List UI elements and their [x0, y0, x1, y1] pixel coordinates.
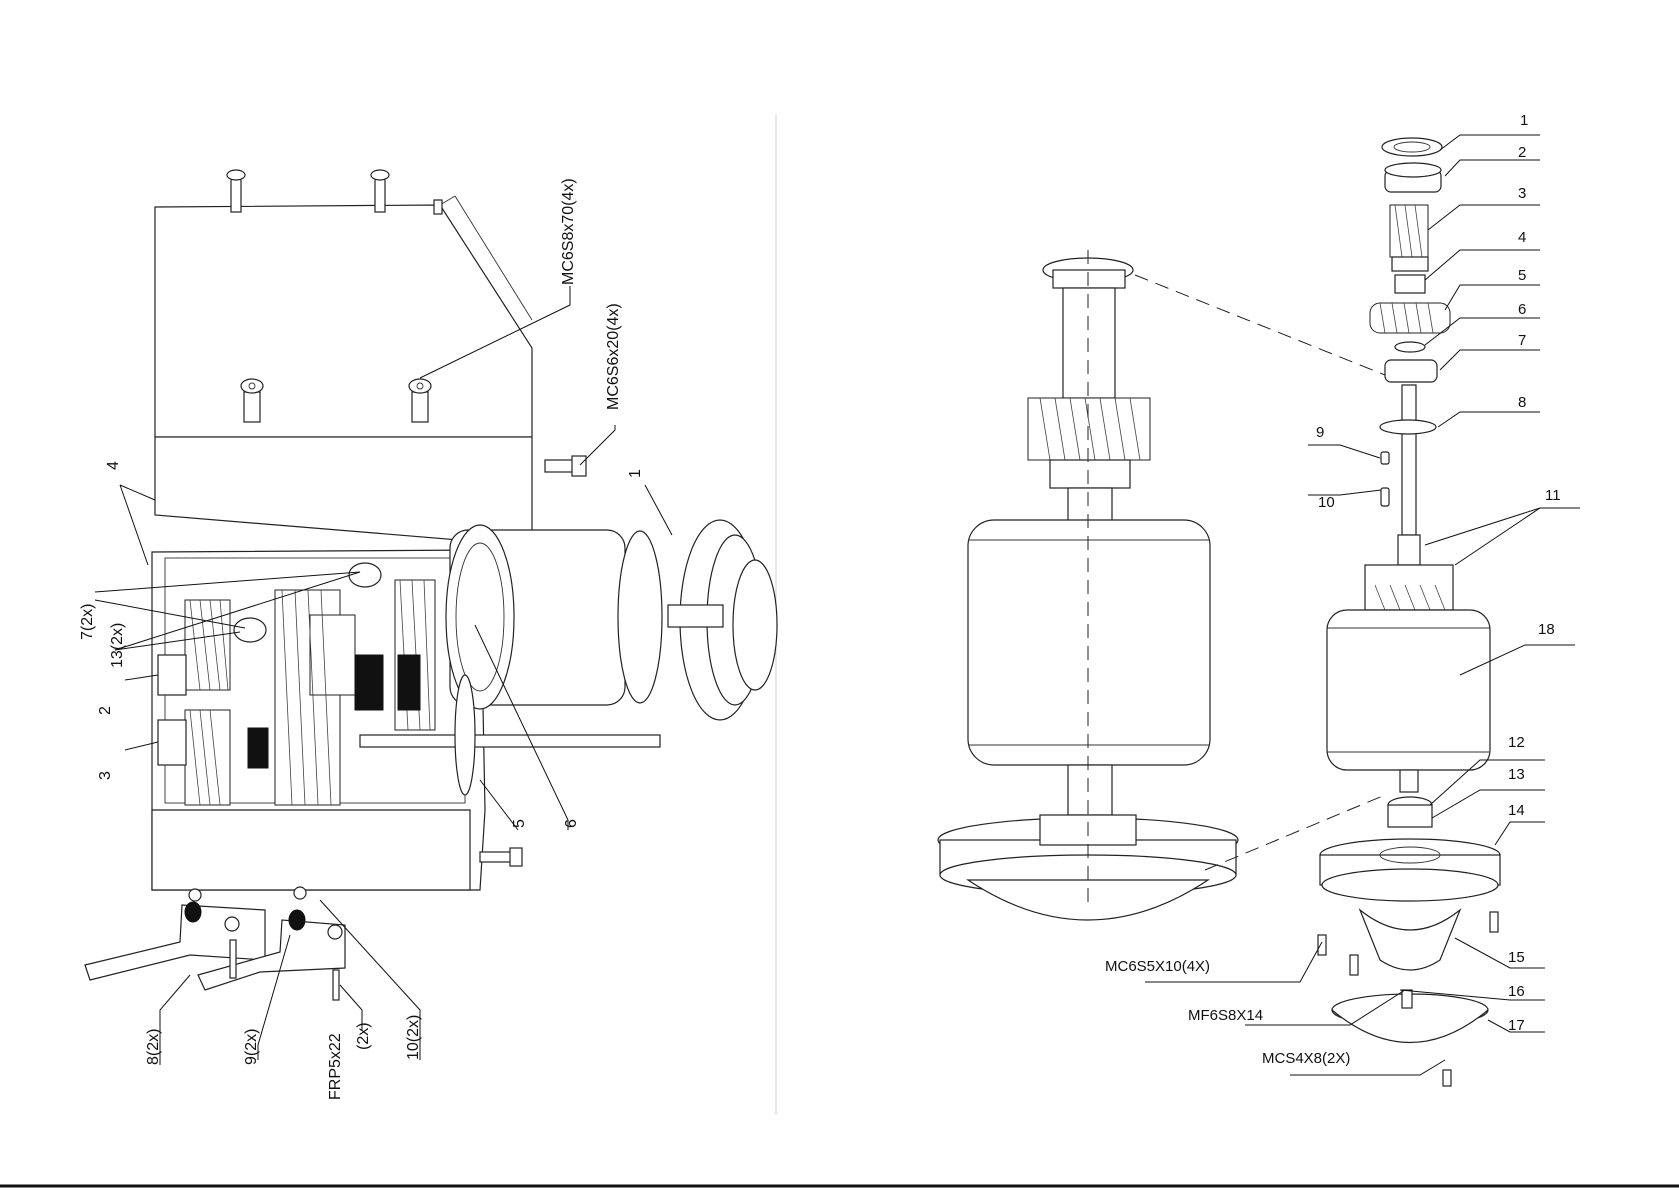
label-r15: 15 — [1508, 949, 1525, 966]
label-mcs4x8: MCS4X8(2X) — [1262, 1050, 1350, 1067]
gearbox-housing — [152, 525, 662, 890]
label-part-8: 8(2x) — [145, 1029, 162, 1065]
label-frp-a: FRP5x22 — [327, 1033, 344, 1100]
label-mc6s5x10: MC6S5X10(4X) — [1105, 958, 1210, 975]
label-part-3: 3 — [97, 771, 114, 780]
label-part-9: 9(2x) — [243, 1029, 260, 1065]
label-r12: 12 — [1508, 734, 1525, 751]
label-part-10: 10(2x) — [405, 1015, 422, 1060]
label-r4: 4 — [1518, 229, 1526, 246]
label-screw-side: MC6S6x20(4x) — [605, 303, 622, 410]
label-part-7: 7(2x) — [79, 604, 96, 640]
label-frp-b: (2x) — [355, 1022, 372, 1050]
label-r14: 14 — [1508, 802, 1525, 819]
label-r5: 5 — [1518, 267, 1526, 284]
label-r17: 17 — [1508, 1017, 1525, 1034]
label-r13: 13 — [1508, 766, 1525, 783]
label-part-13: 13(2x) — [109, 623, 126, 668]
right-motor-view: 1 2 3 4 5 6 7 8 9 10 11 18 12 13 14 15 1… — [938, 112, 1580, 1086]
label-r1: 1 — [1520, 112, 1528, 129]
label-screw-top: MC6S8x70(4x) — [560, 178, 577, 285]
label-part-5: 5 — [511, 819, 528, 828]
label-r11: 11 — [1545, 487, 1561, 504]
levers — [85, 887, 345, 1000]
label-part-6: 6 — [563, 819, 580, 828]
label-r8: 8 — [1518, 394, 1526, 411]
label-r10: 10 — [1318, 494, 1335, 511]
side-screw — [545, 456, 586, 476]
label-part-2: 2 — [97, 706, 114, 715]
motor-end-cover — [668, 520, 777, 720]
label-part-4: 4 — [105, 461, 122, 470]
exploded-parts — [1318, 138, 1500, 1086]
assembled-motor — [938, 250, 1238, 920]
label-r6: 6 — [1518, 301, 1526, 318]
label-r2: 2 — [1518, 144, 1526, 161]
label-r3: 3 — [1518, 185, 1526, 202]
label-r18: 18 — [1538, 621, 1555, 638]
label-r16: 16 — [1508, 983, 1525, 1000]
label-part-1: 1 — [627, 469, 644, 478]
label-mf6s8x14: MF6S8X14 — [1188, 1007, 1263, 1024]
cover-block — [155, 170, 586, 545]
label-r9: 9 — [1316, 424, 1324, 441]
label-r7: 7 — [1518, 332, 1526, 349]
left-gearbox-view: MC6S8x70(4x) MC6S6x20(4x) 1 4 7(2x) 13(2… — [79, 170, 777, 1100]
projection-line-top — [1135, 275, 1385, 375]
